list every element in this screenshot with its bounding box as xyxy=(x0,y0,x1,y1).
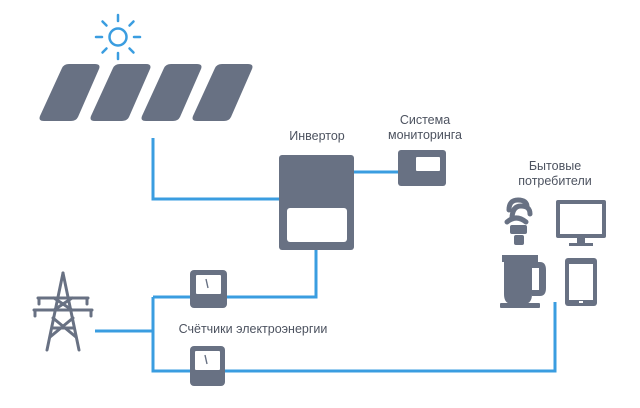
tablet-icon xyxy=(565,258,597,306)
solar-panel-icon xyxy=(39,64,253,121)
tv-monitor-icon xyxy=(556,200,606,246)
inverter-label: Инвертор xyxy=(289,129,345,143)
sun-icon xyxy=(94,13,142,61)
power-line-tower-icon xyxy=(32,271,94,352)
electricity-meter-icon xyxy=(190,346,225,386)
consumers-label-line2: потребители xyxy=(518,174,592,188)
electricity-meter-icon xyxy=(190,270,227,308)
kettle-icon xyxy=(500,255,546,308)
inverter-icon xyxy=(279,155,354,250)
meters-label: Счётчики электроэнергии xyxy=(178,322,328,336)
monitoring-label: Система мониторинга xyxy=(380,113,470,143)
connection-lines xyxy=(95,138,557,373)
monitoring-label-line2: мониторинга xyxy=(387,128,463,142)
monitoring-device-icon xyxy=(398,150,446,186)
consumers-label: Бытовые потребители xyxy=(500,159,610,189)
line-panels-inverter xyxy=(151,138,279,201)
monitoring-label-line1: Система xyxy=(399,113,451,127)
energy-saving-bulb-icon xyxy=(504,197,533,245)
consumers-label-line1: Бытовые xyxy=(528,159,582,173)
line-inverter-meter1 xyxy=(227,250,318,299)
line-grid-vertical xyxy=(151,297,190,373)
line-meter2-consumers xyxy=(225,302,557,373)
